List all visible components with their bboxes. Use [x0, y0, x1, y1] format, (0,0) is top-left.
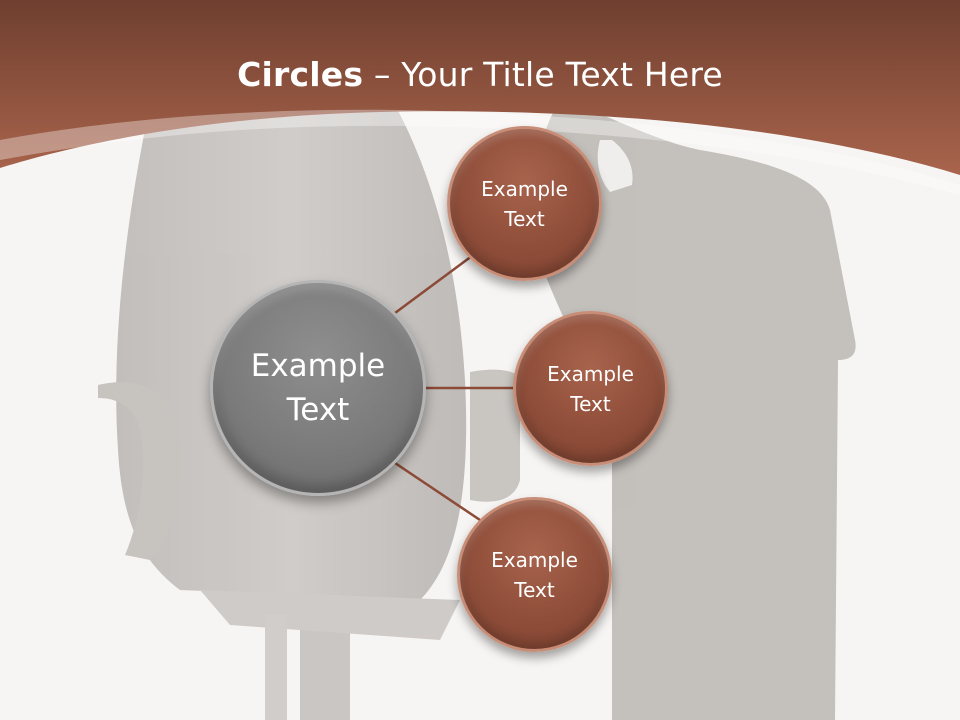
node-label: Example Text [491, 547, 578, 602]
node-label: Example Text [481, 176, 568, 231]
center-circle[interactable]: Example Text [210, 280, 426, 496]
node-circle-bottom[interactable]: Example Text [457, 497, 612, 652]
center-circle-label: Example Text [250, 348, 386, 428]
slide-title: Circles – Your Title Text Here [0, 52, 960, 98]
title-separator: – [363, 55, 402, 94]
background-photo [98, 100, 856, 720]
title-bold: Circles [237, 55, 364, 94]
node-label: Example Text [547, 361, 634, 416]
header-band [0, 0, 960, 175]
connector-bottom [394, 461, 481, 522]
connectors [394, 248, 515, 522]
node-circle-middle[interactable]: Example Text [513, 311, 668, 466]
node-circle-top[interactable]: Example Text [447, 126, 602, 281]
title-text: Your Title Text Here [401, 55, 723, 94]
header-glow [0, 109, 960, 195]
connector-top [394, 248, 481, 315]
